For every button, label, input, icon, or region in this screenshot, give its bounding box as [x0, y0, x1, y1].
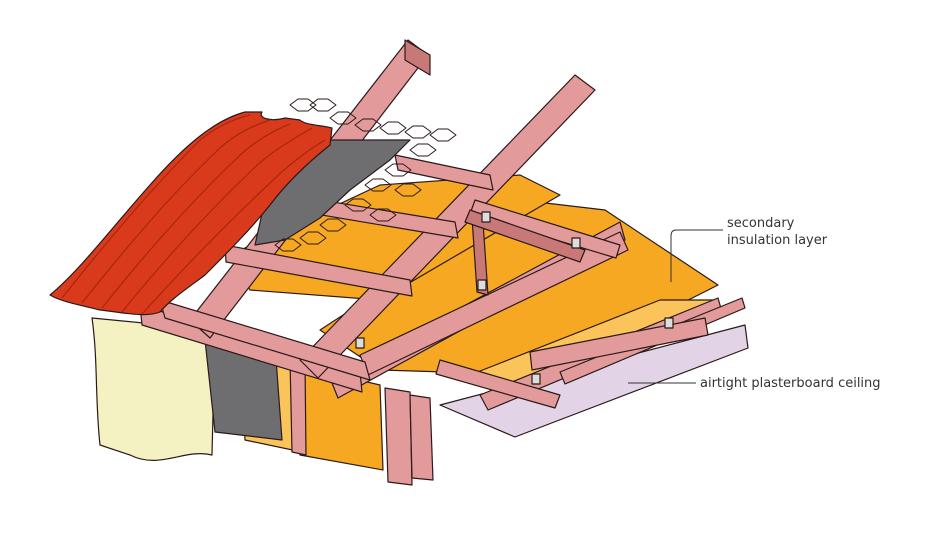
roof-sheet-corrugations [61, 114, 326, 315]
plasterboard-ceiling [439, 324, 749, 438]
wall-lining-panel [91, 317, 216, 461]
wall-posts [289, 359, 434, 486]
wire-mesh [274, 98, 457, 252]
callout-leaders [628, 229, 723, 384]
secondary-insulation-label-line1: secondary [727, 216, 795, 231]
plasterboard-ceiling-label: airtight plasterboard ceiling [700, 376, 881, 391]
corrugated-roof-sheet [49, 111, 333, 316]
secondary-insulation-leader [670, 229, 723, 282]
secondary-insulation-label: secondary insulation layer [727, 215, 827, 249]
secondary-insulation-label-line2: insulation layer [727, 233, 828, 248]
ridge-board [404, 39, 431, 76]
metal-brackets [355, 211, 674, 385]
braces [464, 209, 586, 296]
